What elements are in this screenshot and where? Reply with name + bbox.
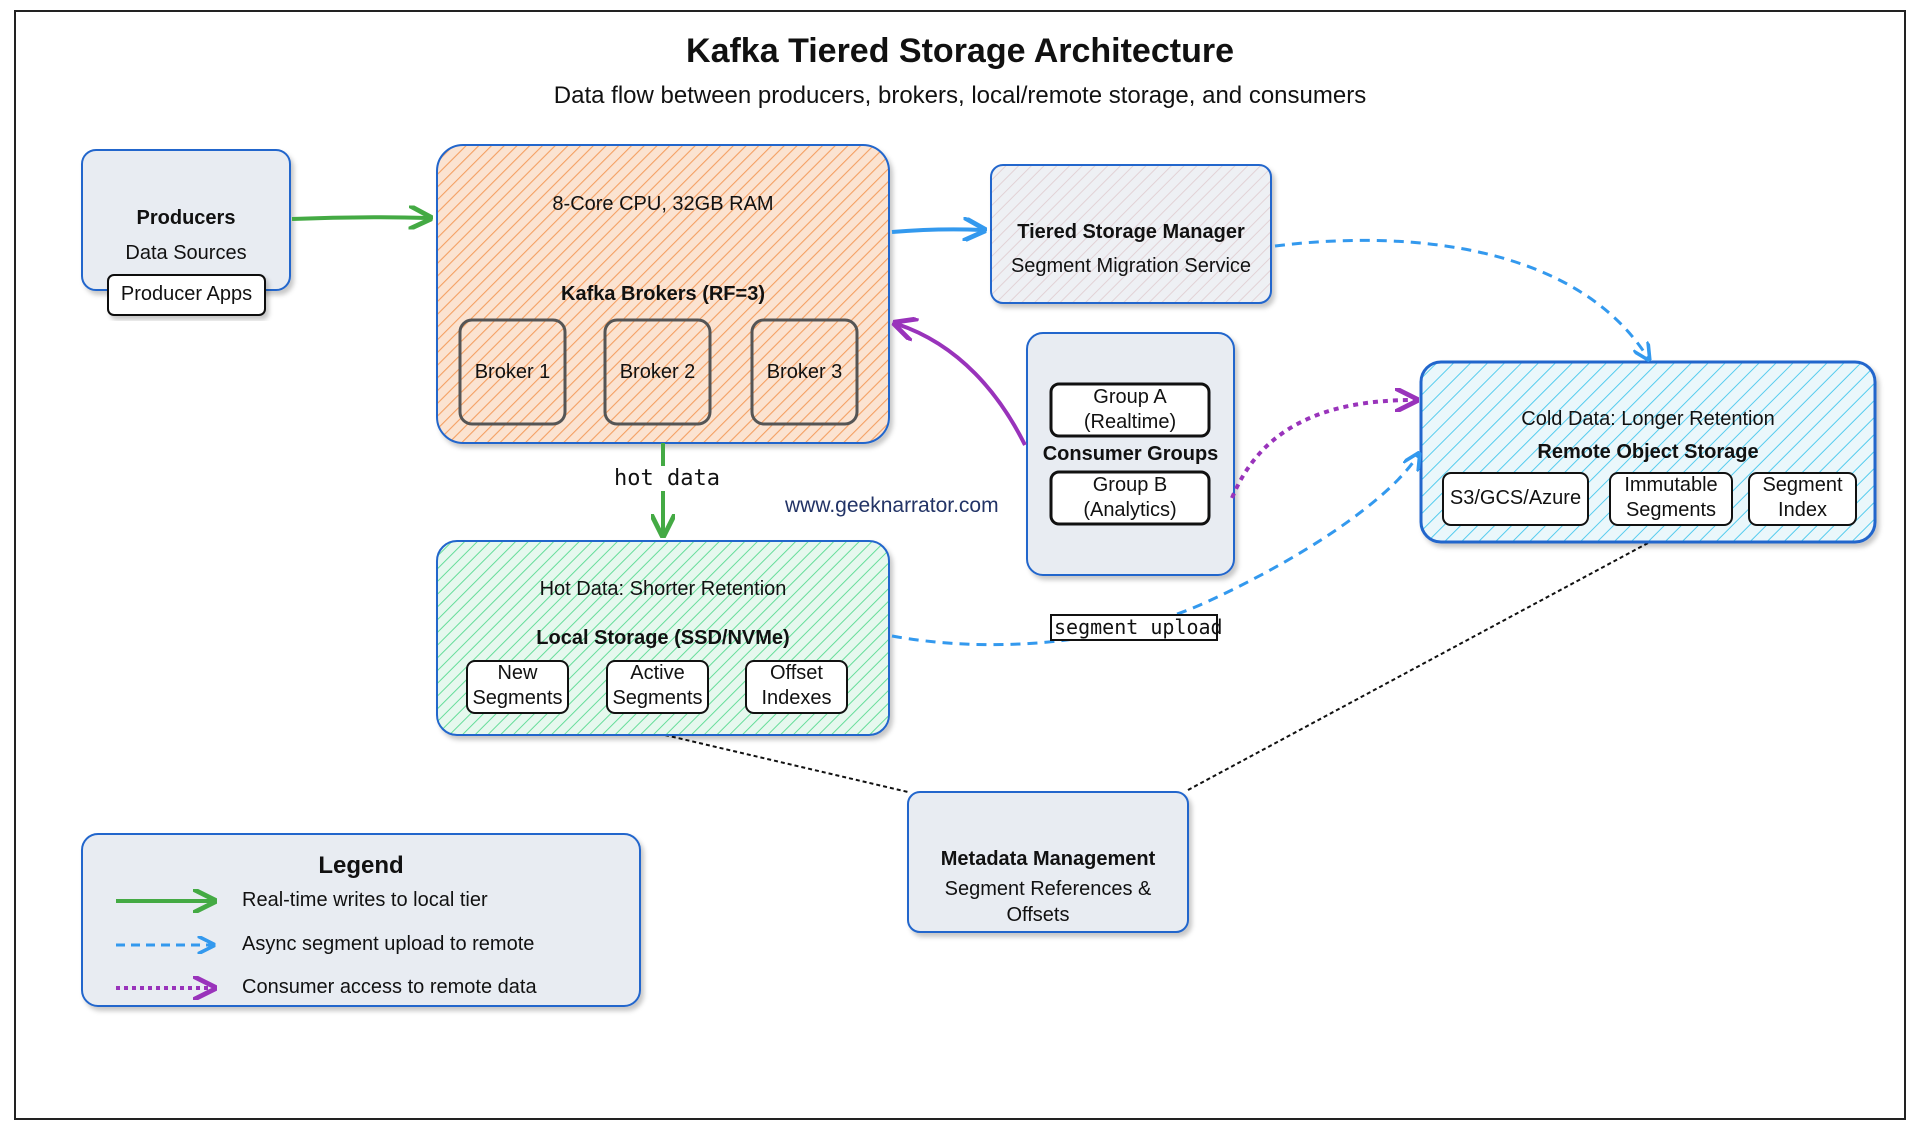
producers-title: Producers (136, 207, 236, 229)
arrow-manager-to-remote (1274, 238, 1648, 358)
local-item-active (606, 660, 709, 714)
local-item-new-line-1: New (497, 662, 538, 684)
group-a-line-1: Group A (1093, 386, 1167, 408)
brokers-spec: 8-Core CPU, 32GB RAM (552, 193, 774, 215)
remote-caption: Cold Data: Longer Retention (1521, 408, 1775, 430)
manager-subtitle: Segment Migration Service (1010, 255, 1252, 277)
producers-subtitle: Data Sources (125, 242, 247, 264)
broker-3-box[interactable] (750, 318, 859, 426)
arrow-local-to-remote (891, 455, 1418, 647)
remote-item-immutable-line-2: Segments (1625, 499, 1717, 521)
producer-apps-chip (107, 274, 266, 316)
broker-2-label: Broker 2 (619, 361, 696, 383)
arrow-producers-to-brokers (291, 217, 428, 219)
broker-1-box[interactable] (458, 318, 567, 426)
remote-item-index-line-2: Index (1778, 499, 1827, 521)
local-item-active-line-1: Active (630, 662, 685, 684)
local-item-active-line-2: Segments (612, 687, 703, 709)
brokers-title: Kafka Brokers (RF=3) (561, 283, 765, 305)
edge-label-hot-data: hot data (614, 466, 720, 492)
legend-item-write: Real-time writes to local tier (242, 889, 488, 911)
metadata-subtitle-line-2: Offsets (1006, 904, 1070, 926)
metadata-subtitle-line-1: Segment References & (944, 878, 1152, 900)
local-item-offset-line-1: Offset (770, 662, 823, 684)
arrow-brokers-to-manager (891, 229, 982, 232)
remote-item-immutable-line-1: Immutable (1624, 474, 1718, 496)
group-b-line-1: Group B (1092, 474, 1168, 496)
remote-item-s3 (1442, 472, 1589, 526)
diagram-frame (14, 10, 1906, 1120)
arrow-consumers-to-brokers (897, 324, 1027, 446)
local-item-offset-line-2: Indexes (761, 687, 832, 709)
remote-item-index-line-1: Segment (1762, 474, 1843, 496)
legend-item-consumer: Consumer access to remote data (242, 976, 537, 998)
remote-title: Remote Object Storage (1537, 441, 1759, 463)
metadata-link-remote (1187, 542, 1649, 791)
metadata-title: Metadata Management (940, 848, 1156, 870)
group-b-line-2: (Analytics) (1083, 499, 1177, 521)
metadata-link-local (664, 734, 909, 793)
manager-title: Tiered Storage Manager (1017, 221, 1245, 243)
remote-item-s3-label: S3/GCS/Azure (1449, 487, 1582, 509)
producer-apps-label: Producer Apps (120, 283, 253, 305)
legend-title: Legend (318, 852, 404, 879)
group-a-line-2: (Realtime) (1083, 411, 1177, 433)
broker-1-label: Broker 1 (474, 361, 551, 383)
arrow-consumers-to-remote (1230, 400, 1414, 499)
legend-item-upload: Async segment upload to remote (242, 933, 535, 955)
watermark-link[interactable]: www.geeknarrator.com (785, 494, 999, 517)
group-b-box[interactable] (1049, 470, 1211, 526)
local-item-offset (745, 660, 848, 714)
diagram-subtitle: Data flow between producers, brokers, lo… (553, 82, 1367, 109)
broker-2-box[interactable] (603, 318, 712, 426)
diagram-title: Kafka Tiered Storage Architecture (686, 32, 1234, 70)
local-item-new-line-2: Segments (472, 687, 563, 709)
broker-3-label: Broker 3 (766, 361, 843, 383)
consumer-groups-title: Consumer Groups (1042, 443, 1219, 465)
metadata-management-box[interactable] (907, 791, 1189, 933)
edge-label-segment-upload: segment upload (1050, 614, 1223, 641)
group-a-box[interactable] (1049, 382, 1211, 438)
local-title: Local Storage (SSD/NVMe) (536, 627, 790, 649)
legend-box (81, 833, 641, 1007)
tiered-storage-manager-box[interactable] (990, 164, 1272, 304)
local-caption: Hot Data: Shorter Retention (539, 578, 787, 600)
remote-item-index (1748, 472, 1857, 526)
remote-item-immutable (1609, 472, 1733, 526)
local-item-new (466, 660, 569, 714)
